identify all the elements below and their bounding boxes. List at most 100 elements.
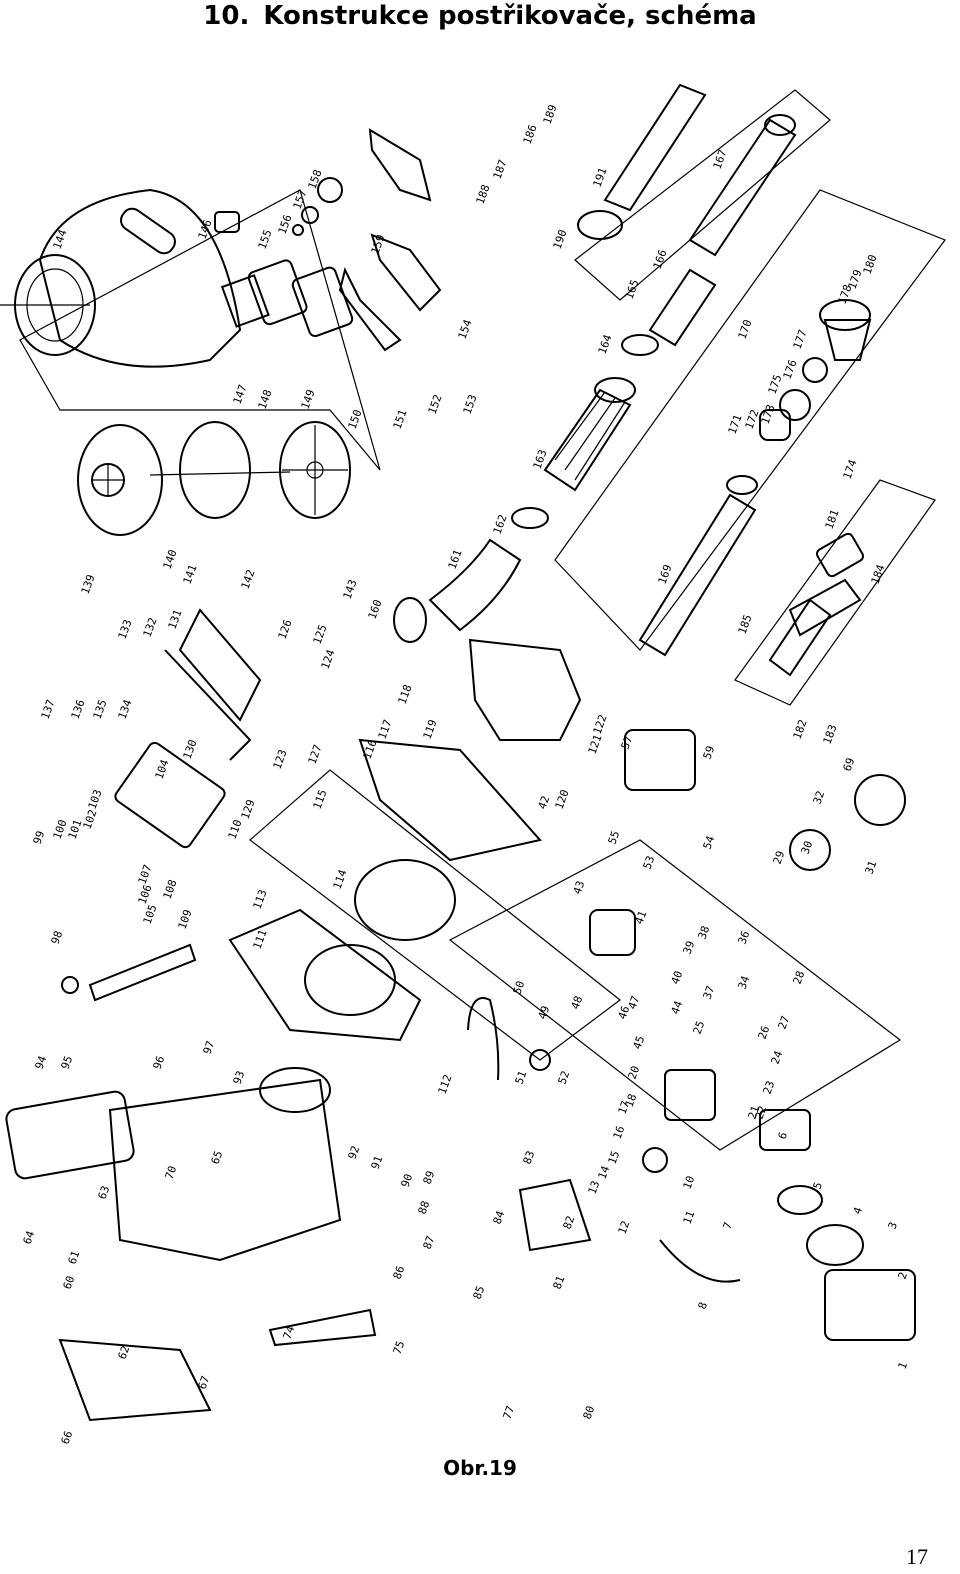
part-number-label: 116 xyxy=(361,738,380,761)
part-number-label: 111 xyxy=(251,928,270,951)
part-number-label: 163 xyxy=(531,448,550,471)
part-number-label: 142 xyxy=(239,568,258,591)
part-number-label: 140 xyxy=(161,548,180,571)
part-number-label: 22 xyxy=(753,1104,770,1121)
part-number-label: 150 xyxy=(346,408,365,431)
part-number-label: 37 xyxy=(701,984,718,1001)
part-number-label: 39 xyxy=(681,939,698,956)
part-number-label: 134 xyxy=(116,698,135,721)
part-number-label: 16 xyxy=(611,1124,628,1141)
part-number-label: 107 xyxy=(136,863,155,886)
part-number-label: 170 xyxy=(736,318,755,341)
part-number-label: 180 xyxy=(861,253,880,276)
part-number-label: 93 xyxy=(231,1069,248,1086)
part-number-label: 157 xyxy=(291,188,310,211)
part-number-label: 88 xyxy=(416,1199,433,1216)
hose-outline xyxy=(554,189,946,651)
part-number-label: 81 xyxy=(551,1274,568,1291)
section-number: 10. xyxy=(203,1,250,31)
part-number-label: 64 xyxy=(21,1229,38,1246)
part-number-label: 30 xyxy=(799,839,816,856)
part-number-label: 167 xyxy=(711,148,730,171)
part-number-label: 42 xyxy=(536,794,553,811)
part-number-label: 6 xyxy=(776,1130,790,1141)
part-number-label: 80 xyxy=(581,1404,598,1421)
part-number-label: 48 xyxy=(569,994,586,1011)
part-number-label: 54 xyxy=(701,834,718,851)
frame-parts xyxy=(5,608,582,1422)
part-number-label: 137 xyxy=(39,698,58,721)
part-number-label: 191 xyxy=(591,166,610,189)
part-number-label: 172 xyxy=(743,408,762,431)
part-number-label: 154 xyxy=(456,318,475,341)
part-number-label: 95 xyxy=(59,1054,76,1071)
part-number-label: 44 xyxy=(669,999,686,1016)
part-number-label: 112 xyxy=(436,1073,455,1096)
part-number-label: 3 xyxy=(886,1220,900,1231)
part-number-label: 75 xyxy=(391,1339,408,1356)
part-number-label: 32 xyxy=(811,789,828,806)
part-number-label: 5 xyxy=(811,1180,825,1191)
part-number-label: 159 xyxy=(369,233,388,256)
part-number-label: 151 xyxy=(391,408,410,431)
part-number-label: 15 xyxy=(606,1149,623,1166)
part-number-label: 187 xyxy=(491,158,510,181)
part-number-label: 114 xyxy=(331,868,350,891)
part-number-label: 25 xyxy=(691,1019,708,1036)
part-number-label: 41 xyxy=(633,909,650,926)
part-number-label: 52 xyxy=(556,1069,573,1086)
part-number-label: 85 xyxy=(471,1284,488,1301)
part-number-label: 46 xyxy=(616,1004,633,1021)
part-number-label: 12 xyxy=(616,1219,633,1236)
part-number-label: 181 xyxy=(823,508,842,531)
part-number-label: 36 xyxy=(736,929,753,946)
part-number-label: 89 xyxy=(421,1169,438,1186)
part-number-label: 62 xyxy=(116,1344,133,1361)
part-number-label: 65 xyxy=(209,1149,226,1166)
part-number-label: 166 xyxy=(651,248,670,271)
part-number-label: 153 xyxy=(461,393,480,416)
part-number-label: 103 xyxy=(86,788,105,811)
part-number-label: 149 xyxy=(299,388,318,411)
part-number-label: 190 xyxy=(551,228,570,251)
part-number-label: 91 xyxy=(369,1154,386,1171)
part-number-label: 7 xyxy=(721,1220,735,1231)
part-number-label: 183 xyxy=(821,723,840,746)
part-number-label: 27 xyxy=(776,1014,793,1031)
part-number-label: 23 xyxy=(761,1079,778,1096)
part-number-label: 105 xyxy=(141,903,160,926)
part-number-label: 98 xyxy=(49,929,66,946)
engine-parts xyxy=(518,729,916,1341)
part-number-label: 125 xyxy=(311,623,330,646)
part-number-label: 34 xyxy=(736,974,753,991)
part-number-label: 82 xyxy=(561,1214,578,1231)
fan-housing-outline xyxy=(19,189,381,471)
part-number-label: 130 xyxy=(181,738,200,761)
part-number-label: 11 xyxy=(681,1209,698,1226)
part-number-label: 8 xyxy=(696,1300,710,1311)
part-number-label: 106 xyxy=(136,883,155,906)
part-number-label: 158 xyxy=(306,168,325,191)
part-number-label: 146 xyxy=(196,218,215,241)
part-number-label: 90 xyxy=(399,1172,416,1189)
part-number-label: 132 xyxy=(141,616,160,639)
part-number-label: 31 xyxy=(863,859,880,876)
part-number-label: 99 xyxy=(31,829,48,846)
part-number-label: 143 xyxy=(341,578,360,601)
part-number-label: 92 xyxy=(346,1144,363,1161)
intake-parts xyxy=(214,128,442,352)
part-number-label: 133 xyxy=(116,618,135,641)
page-number: 17 xyxy=(906,1544,928,1569)
part-number-label: 136 xyxy=(69,698,88,721)
part-number-label: 96 xyxy=(151,1054,168,1071)
part-number-label: 77 xyxy=(501,1404,518,1421)
part-number-label: 160 xyxy=(366,598,385,621)
part-number-label: 45 xyxy=(631,1034,648,1051)
part-number-label: 38 xyxy=(696,924,713,941)
part-number-label: 60 xyxy=(61,1274,78,1291)
part-number-label: 139 xyxy=(79,573,98,596)
part-number-label: 171 xyxy=(726,413,745,436)
part-number-label: 165 xyxy=(623,278,642,301)
